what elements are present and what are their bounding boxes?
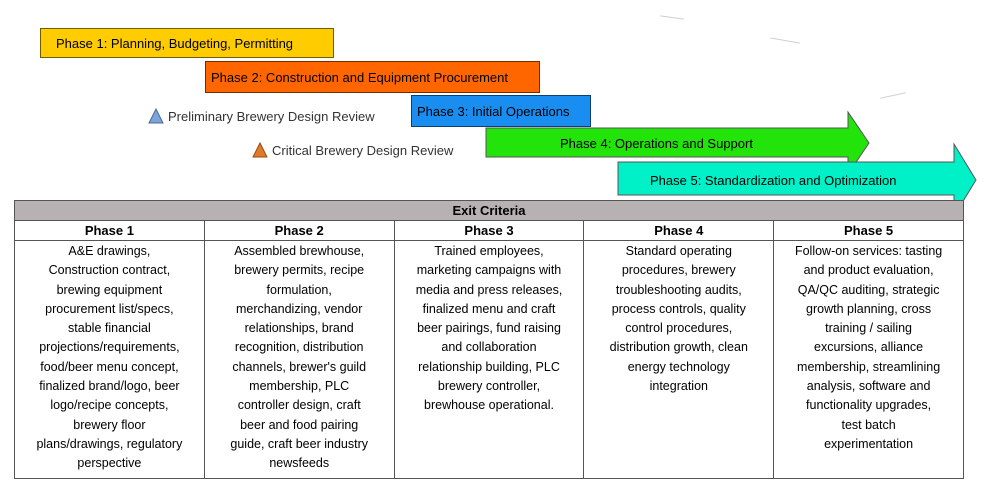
- criteria-line: beer and food pairing: [240, 417, 359, 432]
- phase-5-label: Phase 5: Standardization and Optimizatio…: [650, 172, 897, 188]
- phase-2-criteria: Assembled brewhouse, brewery permits, rec…: [203, 240, 395, 479]
- criteria-line: Assembled brewhouse,: [234, 244, 365, 258]
- phase-1-criteria: A&E drawings, Construction contract, brewi…: [14, 240, 205, 479]
- criteria-line: perspective: [77, 456, 142, 471]
- criteria-line: Construction contract,: [48, 263, 171, 278]
- criteria-line: media and press releases,: [415, 282, 563, 297]
- criteria-line: training / sailing: [825, 321, 913, 336]
- criteria-line: brewery floor: [73, 417, 146, 432]
- decorative-stroke: [880, 92, 906, 99]
- criteria-line: relationships, brand: [244, 321, 354, 336]
- column-header: Phase 4: [583, 220, 775, 241]
- criteria-line: merchandizing, vendor: [235, 301, 363, 316]
- phase-2-label: Phase 2: Construction and Equipment Proc…: [211, 69, 509, 85]
- table-header-row: Phase 1 Phase 2 Phase 3 Phase 4 Phase 5: [14, 220, 964, 241]
- exit-criteria-table: Exit Criteria Phase 1 Phase 2 Phase 3 Ph…: [14, 200, 964, 479]
- criteria-line: brewhouse operational.: [424, 398, 554, 413]
- criteria-line: membership, PLC: [249, 379, 350, 394]
- criteria-line: membership, streamlining: [797, 359, 941, 374]
- phase-2-bar: Phase 2: Construction and Equipment Proc…: [205, 61, 540, 93]
- criteria-line: channels, brewer's guild: [232, 359, 367, 374]
- phase-5-criteria: Follow-on services: tasting and product e…: [773, 240, 964, 479]
- table-title: Exit Criteria: [14, 200, 964, 221]
- criteria-line: QA/QC auditing, strategic: [797, 282, 940, 297]
- column-header: Phase 5: [773, 220, 964, 241]
- criteria-line: and product evaluation,: [803, 263, 934, 278]
- criteria-line: projections/requirements,: [39, 340, 180, 355]
- criteria-line: control procedures,: [625, 321, 733, 336]
- criteria-line: integration: [649, 379, 708, 394]
- phase-5-arrow-shape: [617, 142, 977, 218]
- criteria-line: food/beer menu concept,: [40, 359, 179, 374]
- criteria-line: finalized brand/logo, beer: [39, 379, 180, 394]
- criteria-line: A&E drawings,: [68, 244, 151, 258]
- milestone-label: Critical Brewery Design Review: [272, 142, 454, 158]
- criteria-line: growth planning, cross: [806, 301, 932, 316]
- triangle-marker-icon: [252, 142, 268, 158]
- criteria-line: Standard operating: [625, 244, 732, 258]
- criteria-line: plans/drawings, regulatory: [36, 436, 183, 451]
- triangle-marker-icon: [148, 108, 164, 124]
- criteria-line: guide, craft beer industry: [230, 436, 368, 451]
- phase-3-criteria: Trained employees, marketing campaigns wi…: [393, 240, 585, 479]
- criteria-line: distribution growth, clean: [609, 340, 748, 355]
- criteria-line: analysis, software and: [806, 379, 931, 394]
- milestone-label: Preliminary Brewery Design Review: [168, 108, 375, 124]
- decorative-stroke: [770, 37, 800, 44]
- phase-1-bar: Phase 1: Planning, Budgeting, Permitting: [40, 28, 334, 58]
- criteria-line: formulation,: [266, 282, 332, 297]
- criteria-line: relationship building, PLC: [418, 359, 560, 374]
- criteria-line: functionality upgrades,: [806, 398, 932, 413]
- decorative-stroke: [660, 15, 684, 20]
- criteria-line: process controls, quality: [611, 301, 746, 316]
- phase-3-label: Phase 3: Initial Operations: [417, 103, 570, 119]
- criteria-line: brewery permits, recipe: [234, 263, 365, 278]
- milestone-preliminary-design-review: Preliminary Brewery Design Review: [148, 108, 375, 124]
- criteria-line: marketing campaigns with: [416, 263, 562, 278]
- criteria-line: energy technology: [627, 359, 730, 374]
- criteria-line: beer pairings, fund raising: [417, 321, 561, 336]
- criteria-line: and collaboration: [441, 340, 537, 355]
- criteria-line: finalized menu and craft: [422, 301, 556, 316]
- criteria-line: controller design, craft: [237, 398, 361, 413]
- criteria-line: brewing equipment: [56, 282, 163, 297]
- milestone-critical-design-review: Critical Brewery Design Review: [252, 142, 453, 158]
- phase-5-bar: Phase 5: Standardization and Optimizatio…: [617, 142, 980, 218]
- criteria-line: procedures, brewery: [621, 263, 736, 278]
- criteria-line: logo/recipe concepts,: [50, 398, 169, 413]
- phase-4-criteria: Standard operating procedures, brewery tro…: [583, 240, 775, 479]
- criteria-line: test batch: [841, 417, 896, 432]
- column-header: Phase 1: [14, 220, 205, 241]
- phase-3-bar: Phase 3: Initial Operations: [411, 95, 591, 127]
- phase-1-label: Phase 1: Planning, Budgeting, Permitting: [56, 35, 294, 51]
- criteria-line: troubleshooting audits,: [615, 282, 742, 297]
- criteria-line: experimentation: [824, 436, 914, 451]
- column-header: Phase 3: [393, 220, 585, 241]
- criteria-line: brewery controller,: [437, 379, 541, 394]
- phase-4-arrow-shape: [485, 110, 870, 176]
- criteria-line: newsfeeds: [269, 456, 330, 471]
- table-row: A&E drawings, Construction contract, brewi…: [14, 240, 964, 479]
- phase-4-bar: Phase 4: Operations and Support: [485, 110, 872, 176]
- criteria-line: stable financial: [68, 321, 151, 336]
- criteria-line: recognition, distribution: [234, 340, 364, 355]
- criteria-line: Trained employees,: [434, 244, 544, 258]
- criteria-line: Follow-on services: tasting: [794, 244, 943, 258]
- criteria-line: excursions, alliance: [814, 340, 924, 355]
- column-header: Phase 2: [203, 220, 395, 241]
- criteria-line: procurement list/specs,: [45, 301, 174, 316]
- phase-4-label: Phase 4: Operations and Support: [560, 135, 753, 151]
